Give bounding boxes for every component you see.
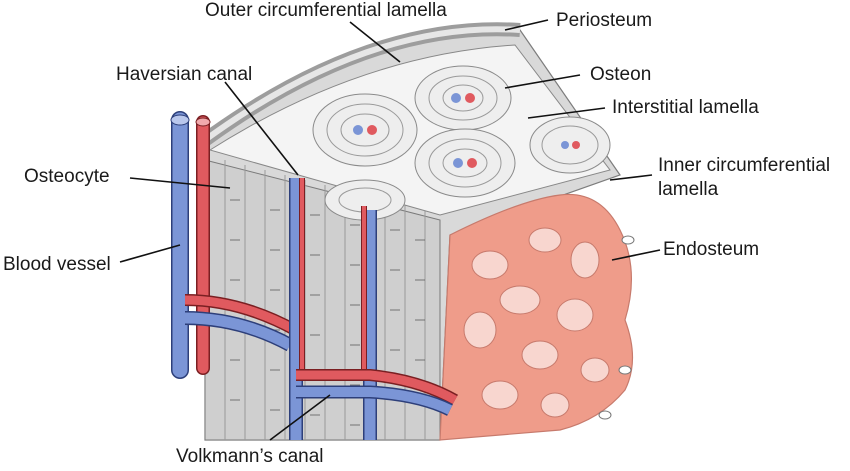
label-inner-circumferential-lamella-2: lamella bbox=[658, 179, 719, 200]
leader-periosteum bbox=[504, 19, 549, 31]
label-periosteum: Periosteum bbox=[556, 10, 652, 31]
label-osteon: Osteon bbox=[590, 64, 651, 85]
label-endosteum: Endosteum bbox=[663, 239, 759, 260]
label-interstitial-lamella: Interstitial lamella bbox=[612, 97, 759, 118]
spongy-bone bbox=[439, 193, 635, 441]
label-outer-circumferential-lamella: Outer circumferential lamella bbox=[205, 0, 447, 21]
leader-lines bbox=[119, 19, 661, 441]
leader-volkmann bbox=[269, 394, 331, 441]
leader-interstitial bbox=[527, 107, 606, 119]
label-haversian-canal: Haversian canal bbox=[116, 64, 252, 85]
leader-endosteum bbox=[611, 249, 661, 261]
label-volkmanns-canal: Volkmann’s canal bbox=[176, 446, 324, 467]
label-osteocyte: Osteocyte bbox=[24, 166, 110, 187]
labels: Outer circumferential lamella Periosteum… bbox=[3, 0, 830, 467]
leader-blood-vessel bbox=[119, 244, 181, 263]
label-inner-circumferential-lamella-1: Inner circumferential bbox=[658, 155, 830, 176]
label-blood-vessel: Blood vessel bbox=[3, 254, 111, 275]
osteon-2 bbox=[414, 65, 512, 131]
osteon-1 bbox=[312, 93, 418, 167]
leader-haversian bbox=[224, 81, 299, 176]
leader-outer-circumferential bbox=[349, 21, 401, 63]
osteon-3 bbox=[414, 128, 516, 198]
leader-inner-circumferential bbox=[609, 174, 653, 181]
osteon-4 bbox=[529, 116, 611, 174]
leader-osteon bbox=[504, 74, 581, 89]
leader-osteocyte bbox=[129, 177, 231, 189]
